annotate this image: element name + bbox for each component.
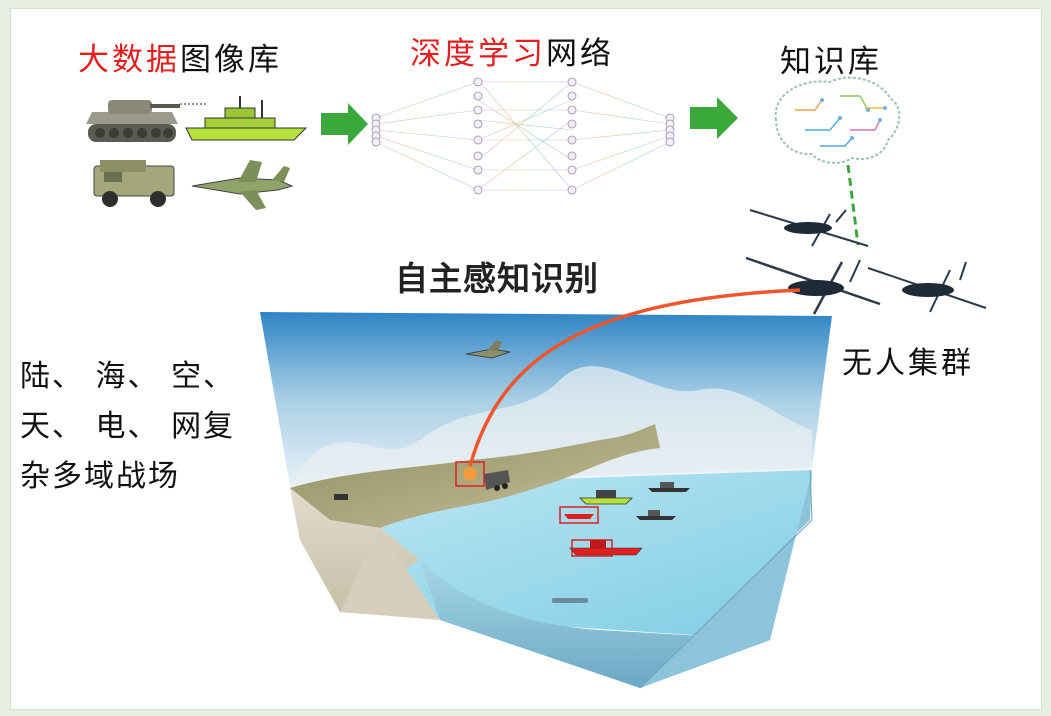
header-dataset-rest: 图像库	[180, 42, 282, 78]
strike-trajectory	[468, 288, 801, 467]
domains-text: 陆、 海、 空、 天、 电、 网复 杂多域战场	[20, 352, 235, 502]
drone-icon	[745, 256, 881, 315]
neural-network-icon	[371, 77, 675, 195]
domains-line: 陆、 海、 空、	[20, 359, 236, 394]
warship-icon	[648, 482, 690, 492]
target-ship-marker	[559, 506, 599, 524]
header-dataset-highlight: 大数据	[78, 42, 180, 78]
link-line	[846, 164, 860, 246]
ground-tank-icon	[334, 494, 348, 500]
drone-icon	[749, 209, 869, 247]
military-jeep-icon	[93, 160, 175, 207]
warship-icon	[185, 96, 308, 141]
fighter-jet-icon	[465, 340, 511, 359]
header-network-rest: 网络	[546, 36, 614, 72]
flow-arrow-1	[321, 103, 368, 145]
submarine-icon	[552, 598, 588, 603]
domains-line: 杂多域战场	[20, 459, 180, 494]
tank-icon	[86, 100, 180, 142]
center-title: 自主感知识别	[395, 259, 599, 298]
battlefield-terrain	[260, 312, 832, 689]
target-ship-marker	[569, 539, 643, 557]
header-network: 深度学习网络	[410, 28, 614, 73]
fighter-jet-icon	[191, 160, 294, 210]
warship-icon	[579, 490, 633, 505]
flow-arrow-2	[690, 97, 738, 139]
brain-circuit-icon	[774, 76, 901, 164]
swarm-label: 无人集群	[842, 346, 974, 381]
header-network-highlight: 深度学习	[410, 36, 546, 72]
target-vehicle-marker	[455, 461, 510, 491]
header-knowledge: 知识库	[780, 44, 882, 80]
drone-icon	[867, 261, 987, 313]
warship-icon	[636, 510, 676, 520]
header-dataset: 大数据图像库	[78, 34, 282, 79]
domains-line: 天、 电、 网复	[20, 409, 236, 444]
